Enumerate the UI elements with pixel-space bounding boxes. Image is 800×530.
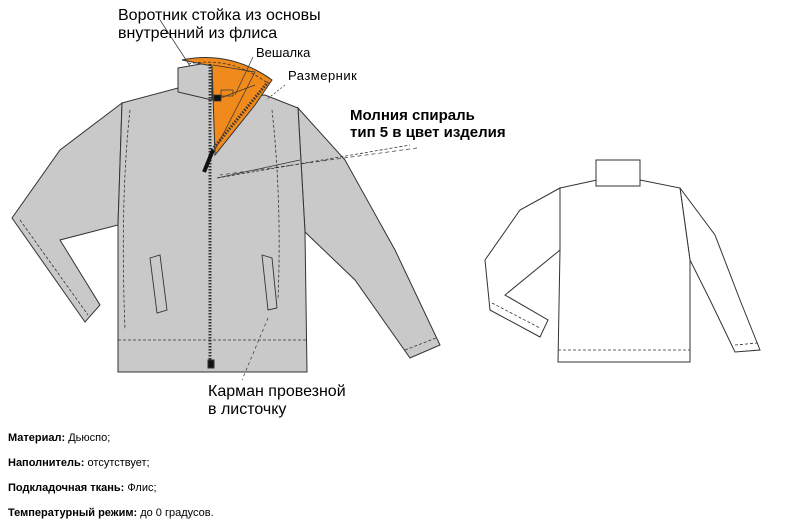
spec-key: Температурный режим:: [8, 507, 138, 519]
front-right-sleeve: [297, 106, 441, 359]
stitching: [19, 61, 437, 351]
pocket-label-line1: Карман провезной: [208, 383, 346, 400]
zipper-label-line1: Молния спираль: [350, 107, 475, 124]
collar-lines: [212, 64, 256, 151]
spec-lining: Подкладочная ткань: Флис;: [8, 482, 157, 494]
spec-value: отсутствует;: [84, 457, 150, 469]
back-body: [557, 179, 691, 363]
zipper-label: Молния спираль тип 5 в цвет изделия: [350, 107, 506, 142]
orange-collar-lining: [181, 57, 273, 157]
back-right-sleeve: [679, 187, 761, 353]
collar-label-line2: внутренний из флиса: [118, 25, 278, 43]
back-jacket: [484, 159, 761, 363]
hanger-label: Вешалка: [256, 45, 311, 60]
front-body: [117, 87, 308, 373]
spec-key: Подкладочная ткань:: [8, 482, 125, 494]
spec-value: до 0 градусов.: [137, 507, 214, 519]
pocket-label: Карман провезной в листочку: [208, 383, 346, 420]
leader-lines: [159, 19, 418, 381]
spec-value: Дьюспо;: [65, 432, 111, 444]
front-jacket: [11, 57, 441, 373]
spec-key: Материал:: [8, 432, 66, 444]
collar-label: Воротник стойка из основы внутренний из …: [118, 7, 321, 44]
spec-value: Флис;: [124, 482, 157, 494]
back-collar: [595, 159, 641, 187]
pocket-label-line2: в листочку: [208, 401, 287, 419]
back-left-sleeve: [484, 187, 561, 338]
size-tag-label: Размерник: [288, 68, 358, 83]
spec-temperature: Температурный режим: до 0 градусов.: [8, 507, 214, 519]
zipper-label-line2: тип 5 в цвет изделия: [350, 124, 506, 142]
collar-label-line1: Воротник стойка из основы: [118, 7, 321, 24]
spec-material: Материал: Дьюспо;: [8, 432, 110, 444]
pockets: [149, 254, 278, 314]
zipper: [202, 64, 270, 370]
spec-filler: Наполнитель: отсутствует;: [8, 457, 150, 469]
front-left-sleeve: [11, 101, 123, 323]
spec-key: Наполнитель:: [8, 457, 85, 469]
